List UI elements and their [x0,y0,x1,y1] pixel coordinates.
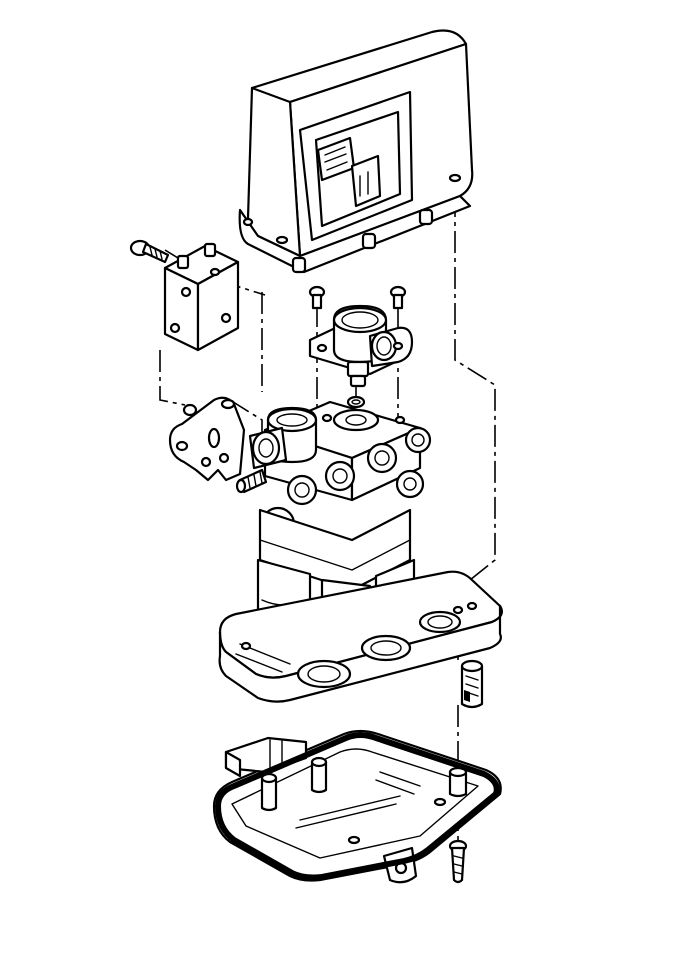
solenoid-valve [308,304,414,388]
mounting-bracket [168,396,246,482]
bolt [460,659,484,709]
bottom-screw [448,839,468,884]
screw-center-right [389,285,407,310]
gasket [215,732,500,881]
electronic-control-module [238,29,474,274]
screw-center-left [308,285,326,310]
screw-left [129,239,170,264]
pressure-sensor-block [163,242,240,352]
bleeder-valve [235,468,268,494]
o-ring [346,395,366,409]
base-plate [218,570,503,703]
